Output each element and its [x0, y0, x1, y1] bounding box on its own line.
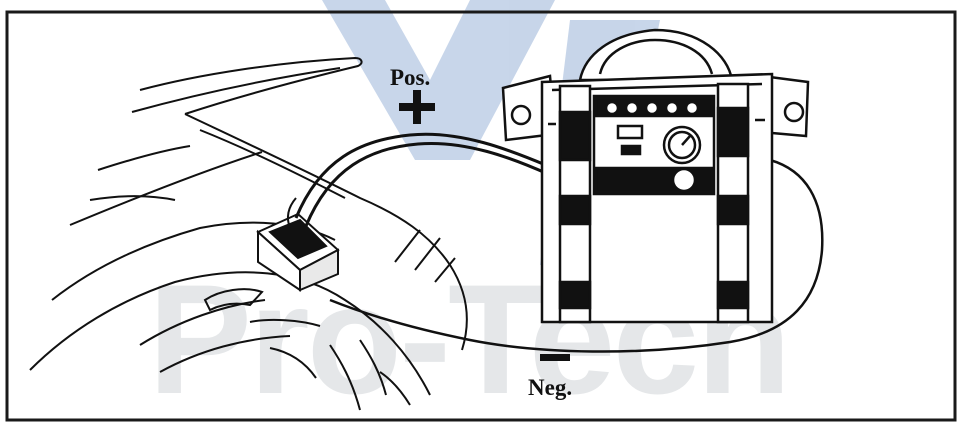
- positive-label: Pos.: [390, 65, 431, 90]
- negative-label: Neg.: [528, 375, 573, 400]
- positive-symbol-icon: [399, 90, 435, 124]
- positive-cable: [294, 132, 549, 227]
- negative-cable: [329, 158, 824, 353]
- diagram-frame: [5, 10, 957, 422]
- jump-starter-unit: [501, 28, 810, 324]
- negative-symbol-icon: [540, 354, 570, 361]
- positive-clamp: [256, 197, 340, 292]
